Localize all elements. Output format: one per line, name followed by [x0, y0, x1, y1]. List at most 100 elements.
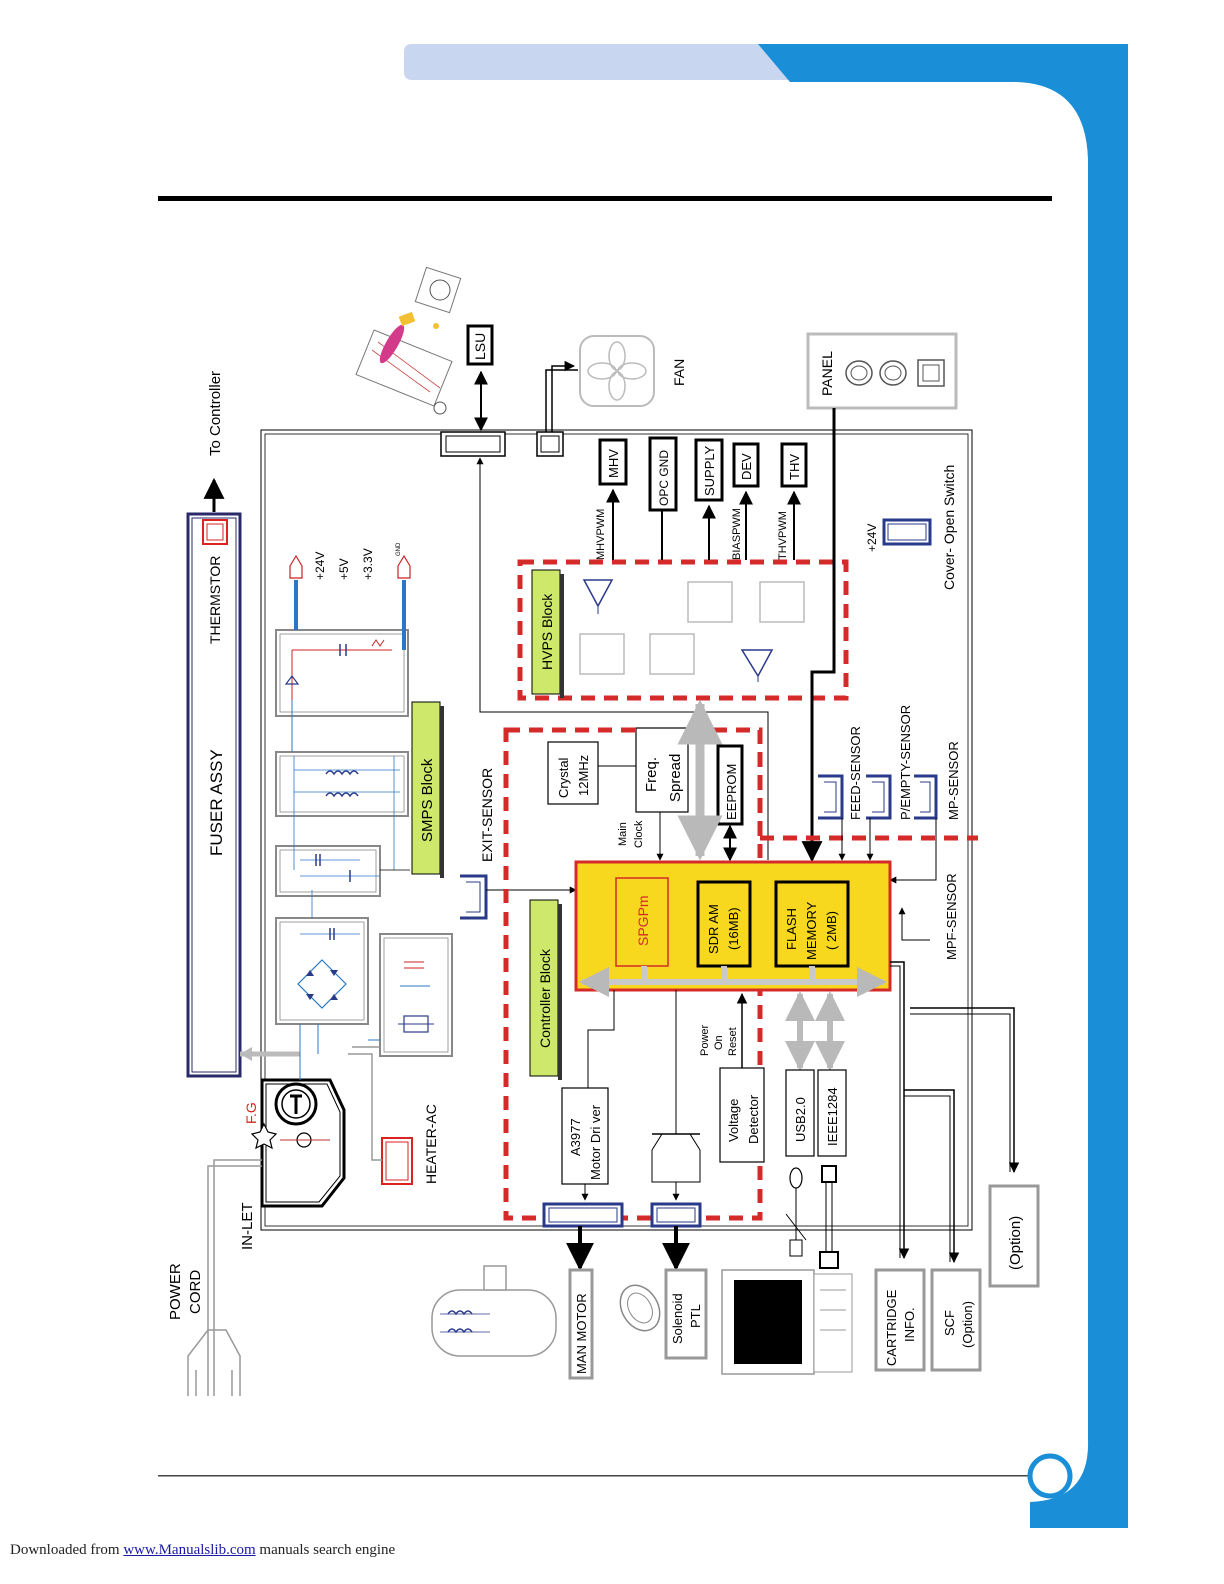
- exit-sensor-icon: [460, 874, 577, 920]
- power-on-label-3: Reset: [727, 1027, 739, 1056]
- lsu-box: [466, 324, 494, 366]
- controller-block-label: [529, 899, 559, 1077]
- crystal-label-1: Crystal: [556, 757, 571, 798]
- pempty-sensor-label: P/EMPTY-SENSOR: [898, 705, 913, 820]
- voltage-label-1: Voltage: [726, 1099, 741, 1142]
- cover-open-switch: [882, 518, 932, 546]
- main-clock-label-2: Clock: [633, 820, 645, 848]
- ieee-label: IEEE1284: [825, 1087, 840, 1146]
- mpf-sensor-label: MPF-SENSOR: [944, 873, 959, 960]
- main-board: [260, 429, 973, 1231]
- option-label: (Option): [1007, 1216, 1024, 1270]
- footer-link[interactable]: www.Manualslib.com: [123, 1542, 256, 1558]
- hvps-outputs: [598, 436, 808, 560]
- bottom-rule: [158, 1475, 1028, 1477]
- cartridge-box: [874, 1268, 926, 1372]
- v24-label: +24V: [313, 552, 327, 580]
- fg-label: F.G: [243, 1102, 259, 1124]
- cartridge-label-2: INFO.: [902, 1307, 917, 1342]
- fg-star-icon: [250, 1122, 278, 1150]
- computer-icon: [721, 1165, 853, 1375]
- power-on-label-1: Power: [699, 1024, 711, 1056]
- thermistor-box: [202, 519, 228, 545]
- freq-label-1: Freq.: [643, 757, 660, 792]
- thv-label: THV: [787, 454, 802, 480]
- page-number-circle: [1027, 1453, 1073, 1499]
- opamp-icon: [582, 579, 614, 608]
- v33-label: +3.3V: [361, 548, 375, 580]
- opc-gnd-label: OPC GND: [657, 450, 671, 506]
- power-plug: [187, 1329, 241, 1396]
- main-motor-box: [568, 1268, 594, 1380]
- eeprom-label: EEPROM: [724, 764, 739, 820]
- solenoid-label-2: PTL: [688, 1304, 703, 1328]
- hvps-block-text: HVPS Block: [539, 593, 555, 670]
- v5-label: +5V: [337, 558, 351, 580]
- transistor-icon: [651, 1133, 701, 1201]
- smps-circuit: [275, 554, 453, 1080]
- sdram-label-1: SDR AM: [706, 904, 721, 954]
- thvpwm-label: THVPWM: [777, 511, 789, 560]
- ieee-box: [817, 1069, 847, 1157]
- v24-pin: [289, 554, 303, 579]
- scf-box: [930, 1268, 982, 1372]
- usb-label: USB2.0: [793, 1097, 808, 1142]
- hvps-block-label: [531, 569, 561, 695]
- scf-label-2: (Option): [960, 1301, 975, 1348]
- a3977-label-1: A3977: [568, 1118, 583, 1156]
- panel-label: PANEL: [819, 351, 835, 396]
- to-controller-label: To Controller: [207, 371, 224, 456]
- page-chrome: [158, 44, 1128, 1528]
- spgpm-label: SPGPm: [635, 895, 651, 946]
- fuser-assy: [186, 477, 300, 1078]
- crystal-label-2: 12MHz: [576, 755, 591, 796]
- usb-box: [785, 1069, 815, 1157]
- fan-icon: [579, 335, 655, 407]
- power-cord-label-1: POWER: [167, 1263, 184, 1320]
- main-motor-icon: [431, 1265, 557, 1357]
- fuser-assy-label: FUSER ASSY: [207, 749, 226, 856]
- main-motor-label: MAN MOTOR: [574, 1293, 589, 1374]
- cartridge-label-1: CARTRIDGE: [884, 1289, 899, 1366]
- feed-sensor-label: FEED-SENSOR: [848, 726, 863, 820]
- sensors: [818, 774, 938, 941]
- smps-block-label: [411, 701, 441, 875]
- bridge-rectifier: [297, 959, 347, 1009]
- voltage-detector-box: [719, 1067, 765, 1163]
- thv-box: [780, 442, 808, 488]
- solenoid-box: [664, 1268, 708, 1360]
- in-let-label: IN-LET: [239, 1202, 256, 1250]
- gnd-label: GND: [396, 542, 402, 556]
- motor-driver-box: [561, 1087, 609, 1185]
- freq-label-2: Spread: [667, 754, 684, 802]
- voltage-label-2: Detector: [746, 1094, 761, 1144]
- inlet-mechanism: [187, 1046, 413, 1396]
- a3977-label-2: Motor Dri ver: [588, 1104, 603, 1180]
- gnd-pin: [397, 554, 411, 579]
- footer: Downloaded from www.Manualslib.com manua…: [10, 1542, 395, 1559]
- mhv-box: [598, 438, 628, 486]
- opc-gnd-box: [648, 436, 678, 512]
- title-rule: [158, 196, 1052, 201]
- connectors-top: [440, 360, 769, 860]
- flash-label-2: MEMORY: [804, 901, 819, 960]
- dev-label: DEV: [739, 453, 754, 480]
- smps-block-text: SMPS Block: [419, 758, 436, 842]
- flash-label-3: ( 2MB): [824, 911, 839, 950]
- fan-label: FAN: [671, 359, 687, 386]
- supply-label: SUPPLY: [702, 445, 717, 496]
- panel-box: [801, 332, 958, 863]
- crystal-box: [547, 741, 599, 805]
- biaspwm-label: BIASPWM: [731, 508, 743, 560]
- lsu-illustration: [355, 266, 462, 415]
- opamp-icon-2: [740, 649, 774, 678]
- cover-open-label: Cover- Open Switch: [941, 465, 957, 590]
- footer-prefix: Downloaded from: [10, 1542, 120, 1558]
- power-on-label-2: On: [713, 1035, 725, 1050]
- lsu-label: LSU: [472, 333, 488, 360]
- footer-suffix: manuals search engine: [259, 1542, 396, 1558]
- thermistor-label: THERMSTOR: [207, 556, 223, 644]
- flash-label-1: FLASH: [784, 908, 799, 950]
- controller-dashed: [503, 727, 763, 1221]
